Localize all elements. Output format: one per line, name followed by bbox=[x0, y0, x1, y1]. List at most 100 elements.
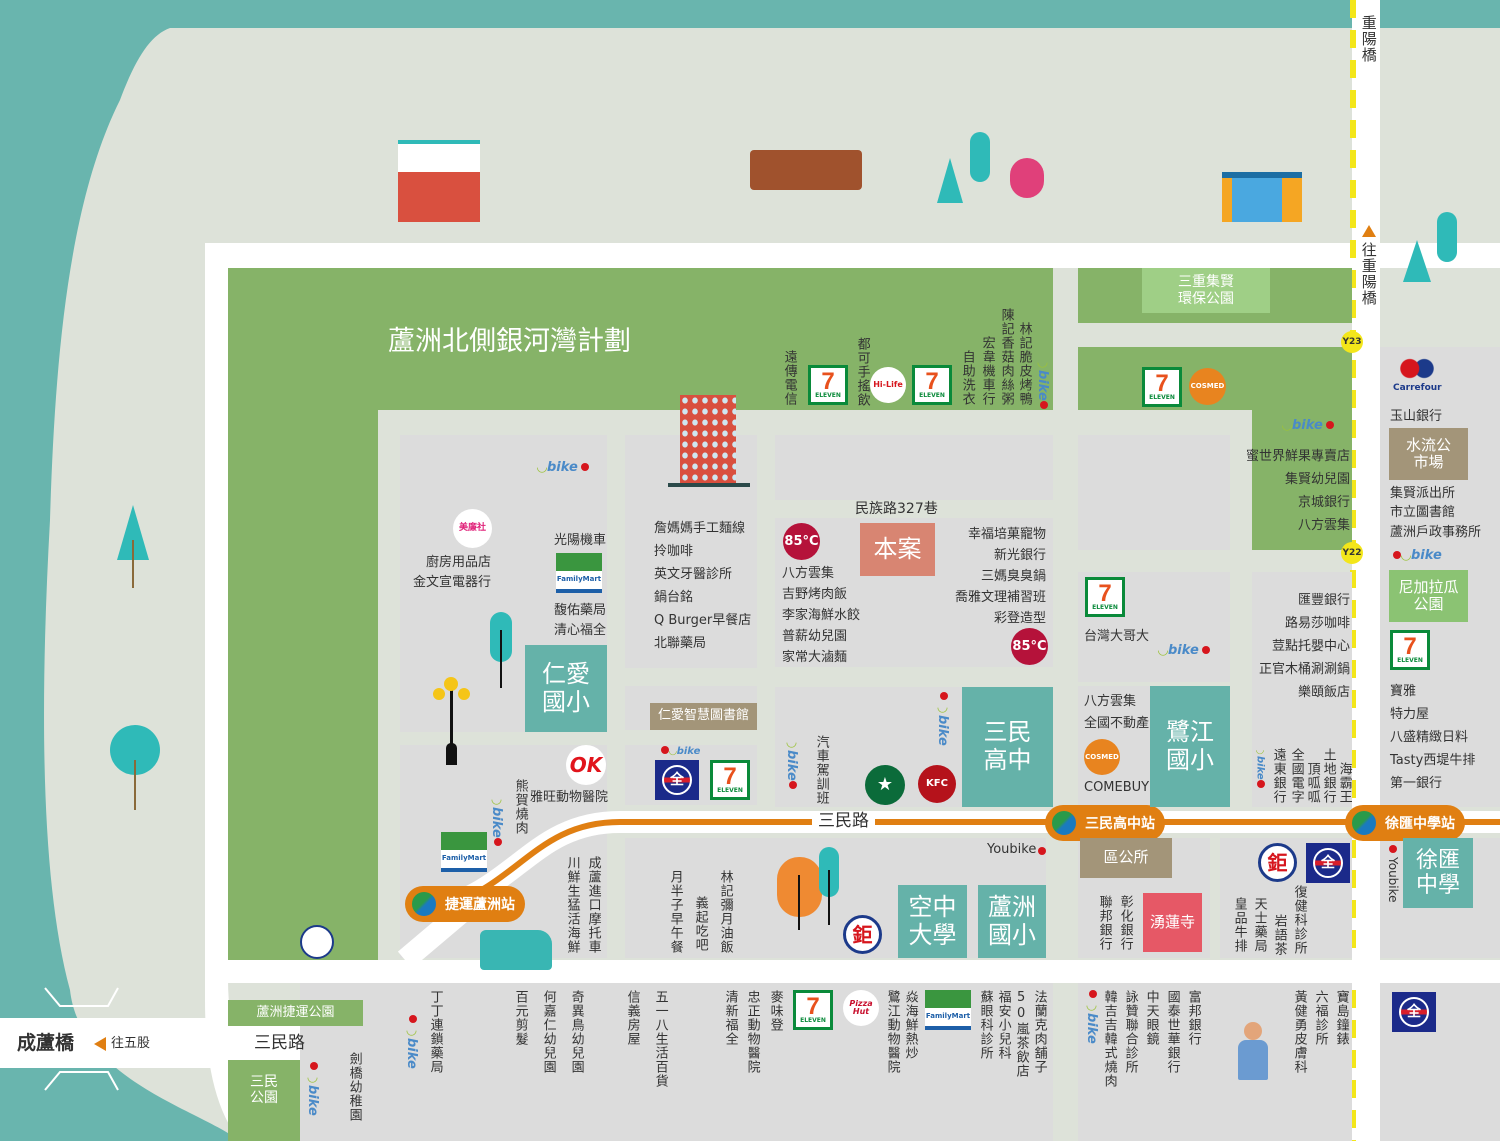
station-label: 捷運蘆洲站 bbox=[445, 897, 515, 913]
ubike-station[interactable]: ◡bike bbox=[537, 461, 589, 474]
poi: 宏韋機車行 bbox=[979, 336, 995, 406]
poi: 台灣大哥大 bbox=[1084, 629, 1150, 644]
ubike-station[interactable]: ◡bike bbox=[658, 746, 700, 757]
tree-trunk bbox=[798, 875, 800, 930]
poi: 天士藥局 bbox=[1251, 897, 1267, 953]
poi: Youbike bbox=[1386, 857, 1400, 903]
poi: 蜜世界鮮果專賣店 bbox=[1245, 449, 1350, 464]
poi: 家常大滷麵 bbox=[782, 650, 848, 665]
lamp-light bbox=[433, 688, 445, 700]
shopper-illustration bbox=[1238, 1040, 1268, 1080]
ubike-station[interactable]: ◡bike bbox=[305, 1062, 320, 1116]
ubike-station[interactable]: ◡bike bbox=[1254, 745, 1266, 788]
ubike-station[interactable]: ◡bike bbox=[784, 735, 799, 789]
chongyang-bridge-label: 重陽橋 bbox=[1359, 15, 1378, 63]
poi: 寶雅 bbox=[1390, 684, 1417, 699]
poi: 福安小兒科 bbox=[995, 990, 1011, 1060]
poi: 汽車駕訓班 bbox=[813, 735, 829, 805]
ubike-station[interactable]: ◡bike bbox=[1084, 990, 1099, 1044]
poi: 皇品牛排 bbox=[1231, 897, 1247, 953]
poi: 熊賀燒肉 bbox=[512, 779, 528, 835]
starbucks-logo: ★ bbox=[865, 765, 905, 805]
xuhui-station[interactable]: 徐匯中學站 bbox=[1345, 805, 1465, 841]
ubike-station[interactable]: ◡bike bbox=[1390, 549, 1442, 562]
poi: 都可手搖飲 bbox=[854, 337, 870, 407]
station-label: 徐匯中學站 bbox=[1385, 816, 1455, 832]
poi: 遠傳電信 bbox=[781, 350, 797, 406]
poi: 復健科診所 bbox=[1291, 885, 1307, 955]
pizzahut-logo: Pizza Hut bbox=[843, 990, 879, 1026]
east-road bbox=[1352, 0, 1380, 1141]
poi: 清心福全 bbox=[554, 623, 607, 638]
ju-logo: 鉅 bbox=[843, 915, 882, 954]
poi: 月半子早午餐 bbox=[667, 870, 683, 954]
sanmin-high-school[interactable]: 三民 高中 bbox=[962, 687, 1053, 807]
yonglian-temple[interactable]: 湧蓮寺 bbox=[1143, 893, 1202, 952]
poi: 富邦銀行 bbox=[1185, 990, 1201, 1046]
poi: 中天眼鏡 bbox=[1143, 990, 1159, 1046]
tree-trunk bbox=[134, 760, 136, 810]
ubike-station[interactable]: ◡bike bbox=[1158, 644, 1210, 657]
85c-logo: 85°C bbox=[783, 523, 820, 560]
poi: 林記脆皮烤鴨 bbox=[1016, 322, 1032, 406]
tree-trunk bbox=[500, 630, 502, 688]
sanchong-park[interactable]: 三重集賢 環保公園 bbox=[1142, 268, 1270, 313]
mrt-park bbox=[228, 1000, 363, 1026]
poi: 劍橋幼稚園 bbox=[346, 1052, 362, 1122]
poi: 六福診所 bbox=[1312, 990, 1328, 1046]
y22-badge: Y22 bbox=[1341, 542, 1363, 564]
carrefour-logo: Carrefour bbox=[1393, 355, 1442, 400]
nicaragua-park[interactable]: 尼加拉瓜 公園 bbox=[1389, 570, 1468, 622]
poi: 義起吃吧 bbox=[692, 896, 708, 952]
xuhui-high-school[interactable]: 徐匯 中學 bbox=[1403, 838, 1473, 908]
poi: Tasty西堤牛排 bbox=[1390, 753, 1476, 768]
ubike-station[interactable]: ◡bike bbox=[1282, 419, 1334, 432]
minzu-lane-label: 民族路327巷 bbox=[855, 501, 938, 517]
poi: 幸福培菓寵物 bbox=[967, 527, 1046, 542]
renai-library[interactable]: 仁愛智慧圖書館 bbox=[650, 703, 757, 730]
poi: 國泰世華銀行 bbox=[1164, 990, 1180, 1074]
tree-icon bbox=[1010, 158, 1044, 198]
ubike-station[interactable]: ◡bike bbox=[1035, 355, 1050, 409]
project-site[interactable]: 本案 bbox=[860, 523, 935, 576]
tree-trunk bbox=[828, 870, 830, 925]
poi: 樂頤飯店 bbox=[1297, 685, 1350, 700]
cosmed-logo: COSMED bbox=[1084, 739, 1120, 775]
cosmed-logo: COSMED bbox=[1189, 368, 1226, 405]
ubike-station[interactable]: ◡bike bbox=[404, 1015, 419, 1069]
mrt-park-label[interactable]: 蘆洲捷運公園 bbox=[256, 1004, 335, 1020]
poi: 焱海鮮熱炒 bbox=[902, 990, 918, 1060]
shuiliu-market[interactable]: 水流公 市場 bbox=[1389, 428, 1468, 480]
poi: 自助洗衣 bbox=[959, 350, 975, 406]
to-chongyang-label: 往重陽橋 bbox=[1359, 242, 1378, 306]
poi: 集賢派出所 bbox=[1390, 486, 1456, 501]
mrt-icon bbox=[1349, 808, 1379, 838]
green-ne-strip bbox=[1252, 410, 1352, 550]
ubike-station[interactable]: ◡bike bbox=[935, 692, 950, 746]
poi: 清新福全 bbox=[722, 990, 738, 1046]
sanmin-high-station[interactable]: 三民高中站 bbox=[1045, 805, 1165, 841]
poi: 彩登造型 bbox=[993, 611, 1046, 626]
open-university[interactable]: 空中 大學 bbox=[898, 885, 967, 958]
ubike-station[interactable]: ◡bike bbox=[489, 792, 504, 846]
luzhou-elementary[interactable]: 蘆洲 國小 bbox=[978, 885, 1046, 958]
shopper-head bbox=[1244, 1022, 1262, 1040]
market-stall-illustration bbox=[398, 140, 480, 222]
renai-elementary[interactable]: 仁愛 國小 bbox=[525, 645, 607, 732]
street-lamp-icon bbox=[450, 685, 453, 745]
poi: 八方雲集 bbox=[782, 566, 835, 581]
building-icon bbox=[680, 395, 736, 483]
district-office[interactable]: 區公所 bbox=[1080, 838, 1172, 878]
block-north-lane bbox=[775, 435, 1053, 500]
poi: 黃健勇皮膚科 bbox=[1291, 990, 1307, 1074]
poi: 特力屋 bbox=[1390, 707, 1430, 722]
mrt-yellow-line bbox=[1350, 0, 1356, 1141]
sanmin-park-label[interactable]: 三民 公園 bbox=[250, 1073, 278, 1106]
luzhou-station[interactable]: 捷運蘆洲站 bbox=[405, 886, 525, 922]
lujiang-elementary[interactable]: 鷺江 國小 bbox=[1150, 686, 1230, 807]
poi: 詹媽媽手工麵線 bbox=[654, 521, 746, 536]
